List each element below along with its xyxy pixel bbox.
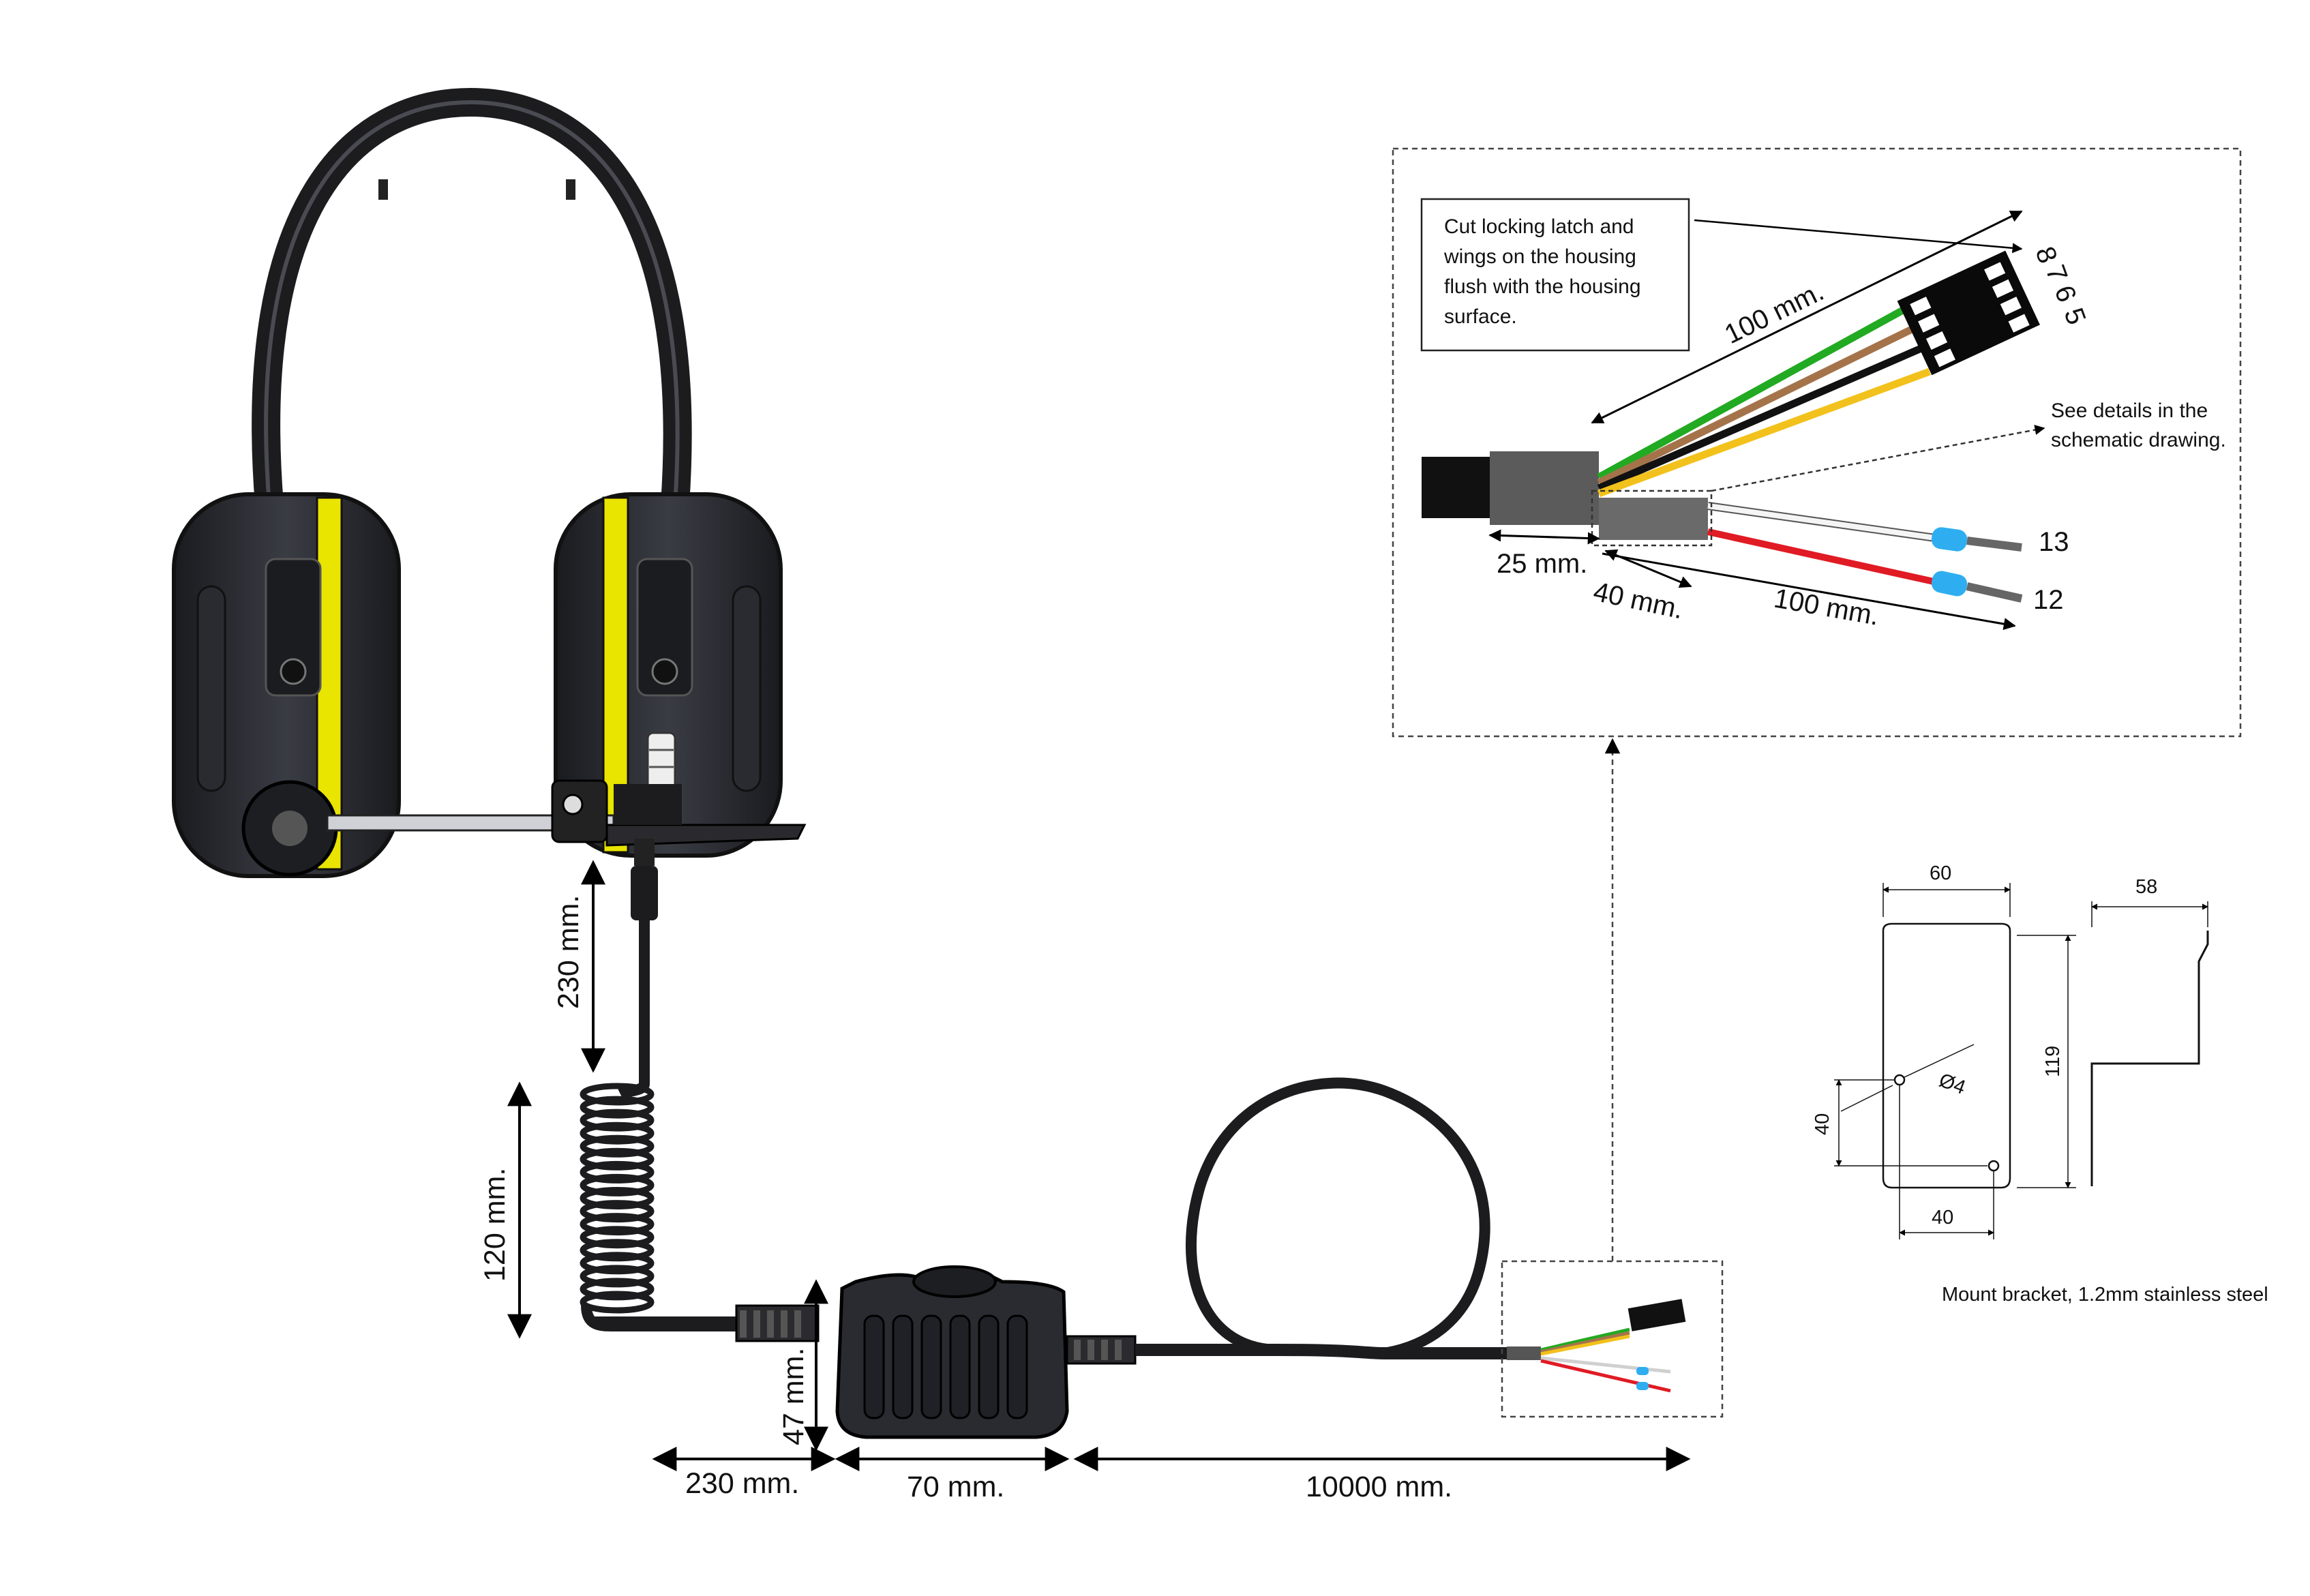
dim-main-cable: 10000 mm. <box>1306 1471 1452 1503</box>
bracket-hole-spacing-label: 40 <box>1932 1207 1953 1229</box>
coil-loop <box>580 1134 655 1158</box>
bracket-hole-dia-label: Ø4 <box>1936 1070 1968 1099</box>
coil-loop <box>580 1109 655 1132</box>
jacket-strip-length: 25 mm. <box>1497 549 1587 579</box>
inner-strip-length: 40 mm. <box>1591 577 1686 625</box>
dim-box-height: 47 mm. <box>777 1348 810 1445</box>
pin-label-5: 5 <box>2058 304 2092 329</box>
coil-loop <box>580 1147 655 1171</box>
coil-loop <box>580 1226 655 1249</box>
see-details-line-2: schematic drawing. <box>2051 429 2226 451</box>
pin-label-7: 7 <box>2040 261 2073 286</box>
coil-cord <box>580 1083 743 1331</box>
coil-loop <box>580 1160 655 1184</box>
note-line-3: flush with the housing <box>1444 275 1641 298</box>
dim-box-width: 70 mm. <box>907 1471 1004 1503</box>
lead-length-bottom: 100 mm. <box>1771 584 1881 631</box>
pin-label-8: 8 <box>2030 243 2063 267</box>
note-line-4: surface. <box>1444 305 1517 328</box>
coil-loop <box>580 1096 655 1119</box>
coil-loop <box>580 1173 655 1196</box>
mount-bracket-drawing <box>1834 883 2209 1239</box>
coil-loop <box>580 1200 655 1223</box>
coil-loop <box>580 1265 655 1288</box>
pin-label-6: 6 <box>2049 282 2082 306</box>
dim-coil-to-box: 230 mm. <box>685 1467 799 1500</box>
bracket-height-label: 119 <box>2042 1046 2064 1077</box>
coil-loop <box>580 1252 655 1275</box>
bracket-caption: Mount bracket, 1.2mm stainless steel <box>1942 1284 2268 1306</box>
bracket-hole-offset-label: 40 <box>1812 1113 1833 1135</box>
coil-loop <box>580 1083 655 1106</box>
coil-loop <box>580 1278 655 1301</box>
ptt-control-box <box>593 1265 1137 1439</box>
bracket-width-label: 60 <box>1930 862 1951 884</box>
note-line-2: wings on the housing <box>1443 245 1636 268</box>
lead-length-top: 100 mm. <box>1720 276 1829 350</box>
dim-coil-length: 120 mm. <box>479 1168 511 1282</box>
dimension-lines <box>507 860 1691 1471</box>
detail-view-frame <box>1392 147 2242 738</box>
coil-loop <box>580 1121 655 1145</box>
detail-view: Cut locking latch and wings on the housi… <box>1392 147 2242 738</box>
coil-loop <box>580 1187 655 1209</box>
bracket-depth-label: 58 <box>2135 876 2157 898</box>
note-line-1: Cut locking latch and <box>1444 215 1634 238</box>
dim-headset-to-coil: 230 mm. <box>552 895 585 1009</box>
coil-loop <box>580 1291 655 1314</box>
headset-illustration <box>172 87 807 1100</box>
wire-label-13: 13 <box>2039 527 2069 557</box>
wire-label-12: 12 <box>2033 585 2064 615</box>
coil-loop <box>580 1239 655 1262</box>
coil-loop <box>580 1213 655 1236</box>
main-cable <box>1135 1077 1686 1393</box>
see-details-line-1: See details in the <box>2051 400 2208 422</box>
